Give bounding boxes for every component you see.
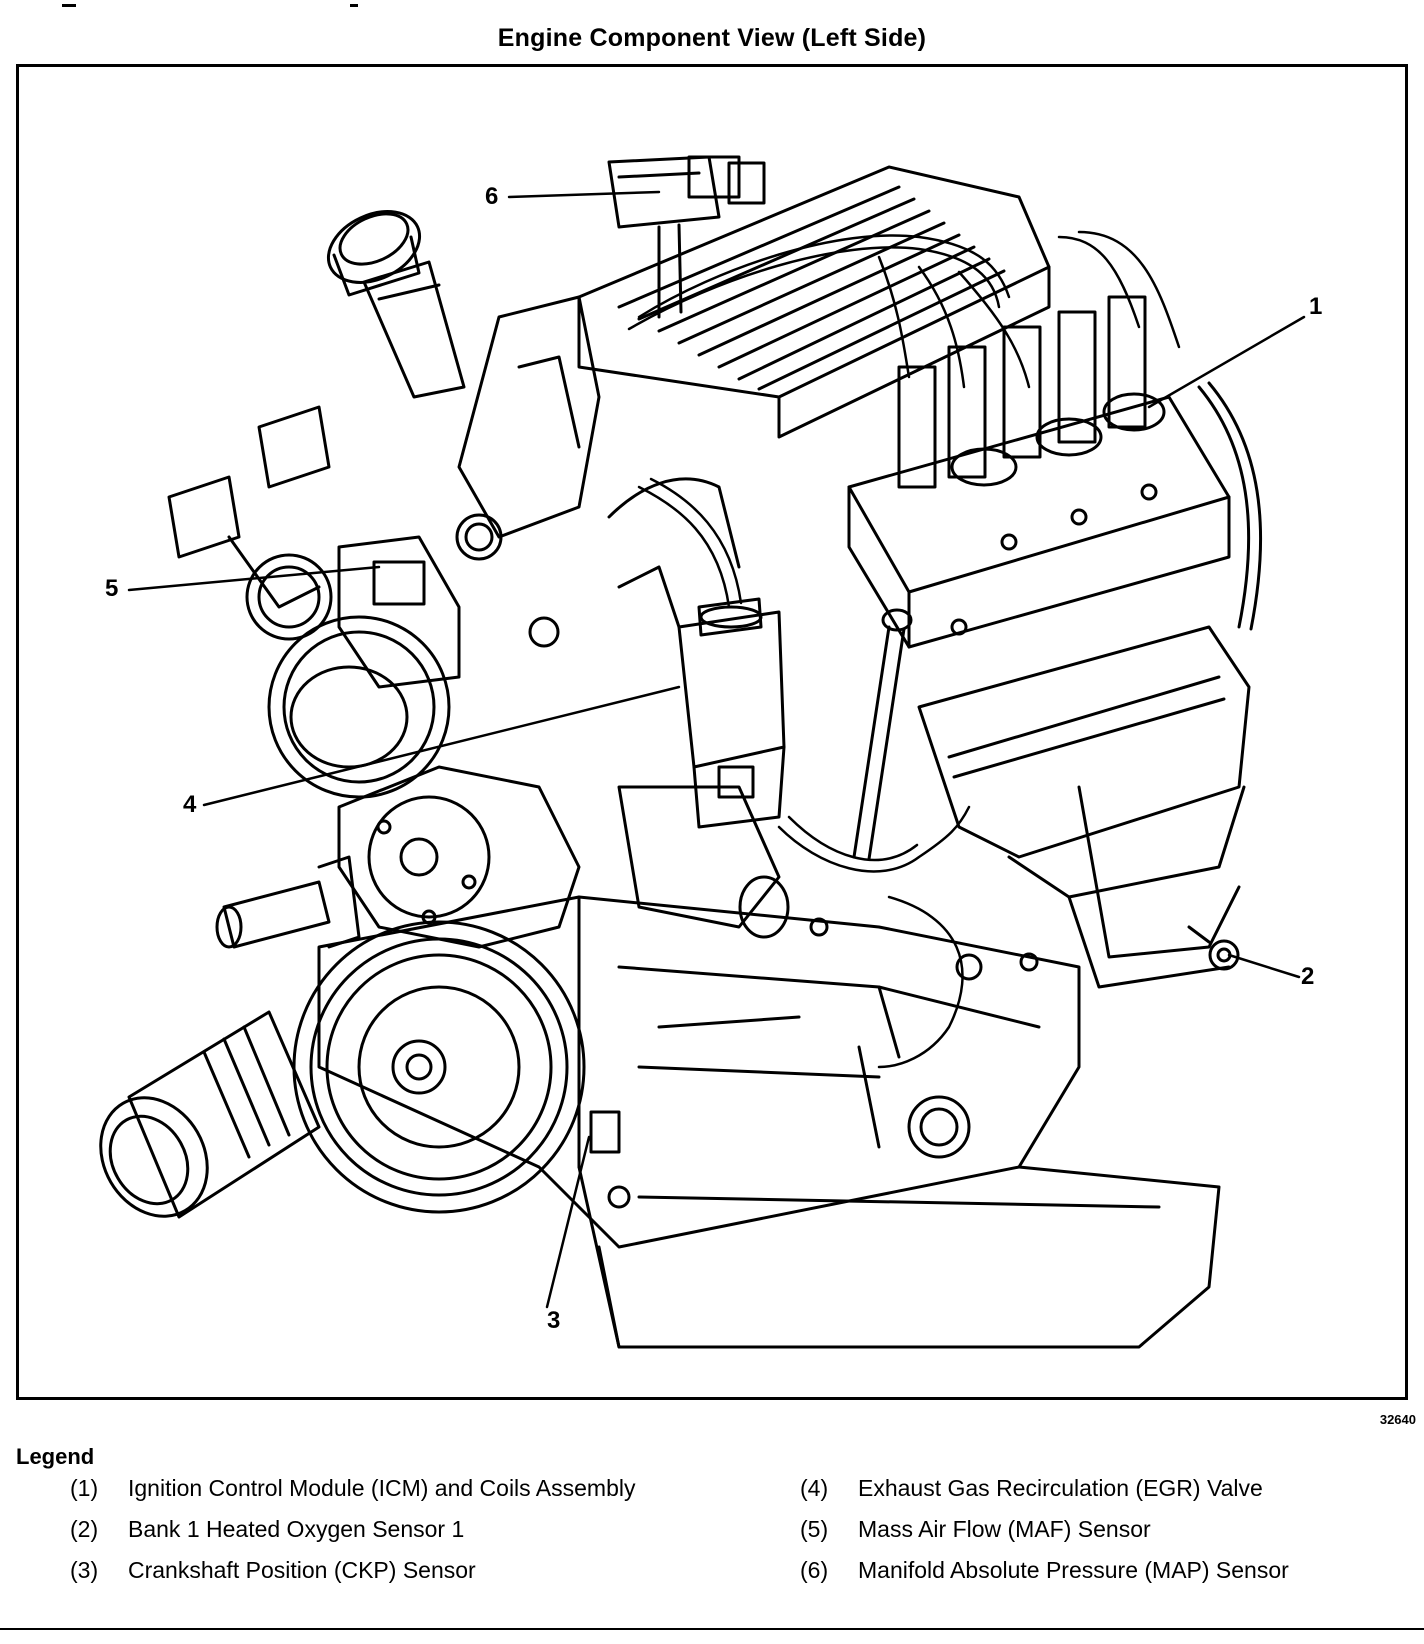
legend-item-text: Bank 1 Heated Oxygen Sensor 1 [128,1516,465,1542]
throttle-body [245,553,451,799]
callout-1: 1 [1309,293,1323,320]
legend-item-text: Ignition Control Module (ICM) and Coils … [128,1475,636,1501]
oil-filter [99,1010,321,1219]
legend-item-number: (6) [800,1557,829,1583]
wiring-harness [637,477,971,1069]
oil-fitting [215,855,361,949]
exhaust-manifold [917,625,1251,989]
legend-item: (3) Crankshaft Position (CKP) Sensor [70,1556,710,1585]
legend-item-text: Exhaust Gas Recirculation (EGR) Valve [858,1475,1263,1501]
legend-item-number: (2) [70,1516,99,1542]
water-pump [337,765,790,949]
legend-item-text: Mass Air Flow (MAF) Sensor [858,1516,1151,1542]
callout-4: 4 [183,791,197,818]
legend-item: (4) Exhaust Gas Recirculation (EGR) Valv… [800,1474,1400,1503]
ignition-coil-assembly [847,295,1263,649]
engine-block [317,895,1081,1249]
maf-sensor [167,405,461,689]
legend-item-text: Manifold Absolute Pressure (MAP) Sensor [858,1557,1289,1583]
page-title: Engine Component View (Left Side) [497,24,927,52]
oil-pan [577,1095,1221,1349]
callout-leaders [127,190,1306,1309]
crankshaft-pulley [292,920,586,1214]
engine-illustration-frame: 1 2 3 4 5 6 [16,64,1408,1400]
legend-heading: Legend [16,1444,95,1469]
oil-fill-tube [326,210,466,399]
bottom-rule [0,1628,1424,1630]
figure-number: 32640 [1379,1412,1416,1427]
legend-item-number: (3) [70,1557,99,1583]
callout-6: 6 [485,183,499,210]
dipstick [852,608,913,861]
legend-item: (5) Mass Air Flow (MAF) Sensor [800,1515,1400,1544]
legend-item: (1) Ignition Control Module (ICM) and Co… [70,1474,710,1503]
callout-5: 5 [105,575,119,602]
scan-mark-right [350,4,358,7]
ckp-sensor [589,1110,631,1209]
legend-item: (2) Bank 1 Heated Oxygen Sensor 1 [70,1515,710,1544]
callout-3: 3 [547,1307,561,1334]
legend-item: (6) Manifold Absolute Pressure (MAP) Sen… [800,1556,1400,1585]
upper-intake [455,295,741,648]
legend-item-number: (5) [800,1516,829,1542]
map-sensor [607,155,766,319]
egr-valve [677,597,786,829]
legend-item-text: Crankshaft Position (CKP) Sensor [128,1557,476,1583]
legend-item-number: (4) [800,1475,829,1501]
engine-line-drawing [99,155,1306,1349]
intake-plenum [577,165,1051,439]
callout-2: 2 [1301,963,1315,990]
legend-column-left: (1) Ignition Control Module (ICM) and Co… [70,1474,710,1597]
legend-item-number: (1) [70,1475,99,1501]
scan-mark-left [62,4,76,7]
legend-column-right: (4) Exhaust Gas Recirculation (EGR) Valv… [800,1474,1400,1597]
